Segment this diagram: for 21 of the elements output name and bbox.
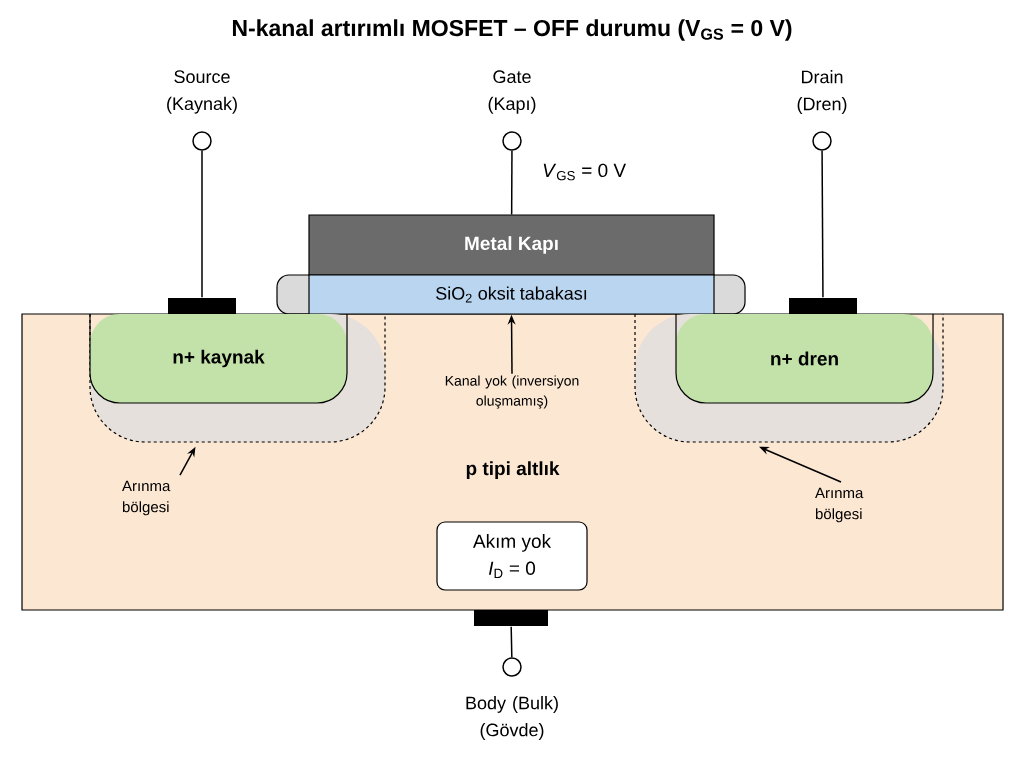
terminal-label: Drain (Dren): [797, 70, 847, 114]
terminal-lead: [201, 150, 203, 298]
terminal-label: Source (Kaynak): [167, 70, 237, 114]
contact-pad: [789, 298, 857, 314]
terminal-lead: [510, 626, 513, 658]
terminal-lead: [510, 150, 513, 216]
oxide-layer: SiO$_{2}$ oksit tabakası: [308, 274, 715, 315]
gate-metal: Metal Kapı: [308, 214, 715, 276]
voltage-label: V$_{GS}$ = 0 V: [543, 163, 626, 181]
terminal-label: Gate (Kapı): [488, 70, 536, 114]
annotation-text: Arınma bölgesi: [122, 480, 171, 516]
title: N-kanal artırımlı MOSFET – OFF durumu (V$_{GS}$ = 0 V): [232, 19, 792, 41]
info-box: Akım yok I$_{D}$ = 0: [436, 521, 588, 591]
contact-pad: [168, 298, 236, 314]
contact-pad: [474, 610, 548, 626]
terminal-label: Body (Bulk) (Gövde): [466, 696, 558, 740]
annotation-text: Arınma bölgesi: [815, 487, 864, 523]
doped-region: n+ dren: [675, 313, 934, 404]
annotation-text: Kanal yok (inversiyon oluşmamış): [445, 375, 579, 409]
doped-region: n+ kaynak: [89, 313, 348, 404]
terminal-lead: [821, 150, 824, 298]
